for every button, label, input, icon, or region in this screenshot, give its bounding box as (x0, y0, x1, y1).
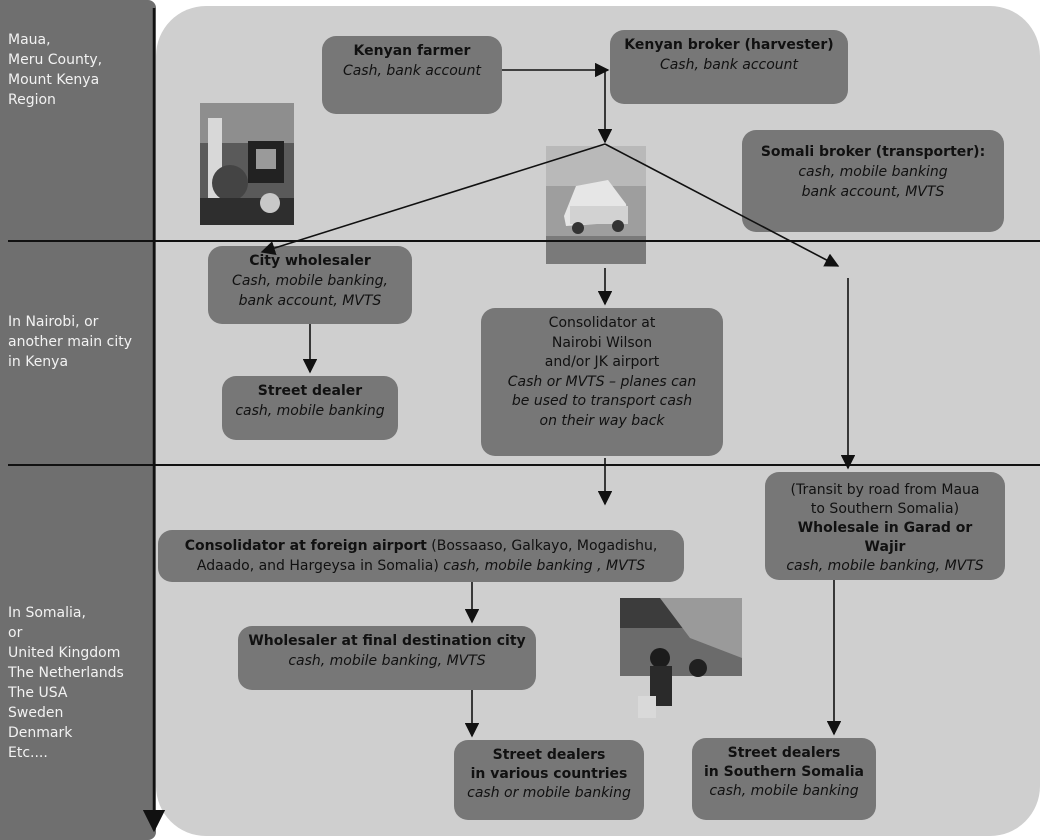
street-dealers-various-sub: cash or mobile banking (467, 785, 631, 801)
city-wholesaler-sub: Cash, mobile banking, bank account, MVTS (232, 273, 388, 309)
somali-broker-node: Somali broker (transporter): cash, mobil… (742, 130, 1004, 232)
street-dealer-sub: cash, mobile banking (235, 403, 385, 419)
region-label-kenya-city: In Nairobi, or another main city in Keny… (8, 314, 132, 370)
city-wholesaler-title: City wholesaler (249, 253, 371, 269)
kenyan-broker-node: Kenyan broker (harvester) Cash, bank acc… (610, 30, 848, 104)
transit-title: Wholesale in Garad or Wajir (797, 520, 973, 555)
city-wholesaler-node: City wholesaler Cash, mobile banking, ba… (208, 246, 412, 324)
wholesaler-final-sub: cash, mobile banking, MVTS (288, 653, 486, 669)
street-dealers-various-node: Street dealers in various countries cash… (454, 740, 644, 820)
consolidator-nairobi-node: Consolidator at Nairobi Wilson and/or JK… (481, 308, 723, 456)
transit-text: (Transit by road from Maua to Southern S… (790, 482, 980, 517)
somali-broker-title: Somali broker (transporter): (760, 144, 986, 160)
consolidator-foreign-node: Consolidator at foreign airport (Bossaas… (158, 530, 684, 582)
truck-photo (546, 146, 646, 264)
region-sidebar: Maua, Meru County, Mount Kenya Region In… (0, 0, 156, 840)
market-photo (620, 598, 742, 728)
kenyan-farmer-node: Kenyan farmer Cash, bank account (322, 36, 502, 114)
street-dealers-somalia-title: Street dealers in Southern Somalia (704, 745, 864, 780)
transit-wholesale-node: (Transit by road from Maua to Southern S… (765, 472, 1005, 580)
consolidator-nairobi-sub: Cash or MVTS – planes can be used to tra… (507, 373, 697, 429)
region-label-kenya-region: Maua, Meru County, Mount Kenya Region (8, 32, 103, 108)
consolidator-foreign-title: Consolidator at foreign airport (184, 538, 427, 554)
region-label-somalia: In Somalia, or United Kingdom The Nether… (8, 605, 124, 761)
wholesaler-final-node: Wholesaler at final destination city cas… (238, 626, 536, 690)
kenyan-farmer-title: Kenyan farmer (353, 43, 471, 59)
transit-sub: cash, mobile banking, MVTS (786, 558, 984, 574)
kenyan-farmer-sub: Cash, bank account (342, 63, 482, 79)
kenyan-broker-title: Kenyan broker (harvester) (624, 37, 834, 53)
consolidator-foreign-sub: cash, mobile banking , MVTS (443, 558, 646, 574)
wholesaler-final-title: Wholesaler at final destination city (248, 633, 526, 649)
street-dealer-title: Street dealer (257, 383, 363, 399)
consolidator-foreign-line: Consolidator at foreign airport (Bossaas… (185, 538, 658, 574)
street-dealer-node: Street dealer cash, mobile banking (222, 376, 398, 440)
consolidator-foreign-text: (Bossaaso, Galkayo, Mogadishu, Adaado, a… (196, 538, 658, 574)
street-dealers-somalia-node: Street dealers in Southern Somalia cash,… (692, 738, 876, 820)
street-dealers-various-title: Street dealers in various countries (470, 747, 628, 782)
street-dealers-somalia-sub: cash, mobile banking (709, 783, 859, 799)
farm-photo (200, 103, 294, 225)
consolidator-nairobi-text: Consolidator at Nairobi Wilson and/or JK… (544, 315, 660, 370)
kenyan-broker-sub: Cash, bank account (659, 57, 799, 73)
somali-broker-sub: cash, mobile banking bank account, MVTS (798, 164, 948, 200)
